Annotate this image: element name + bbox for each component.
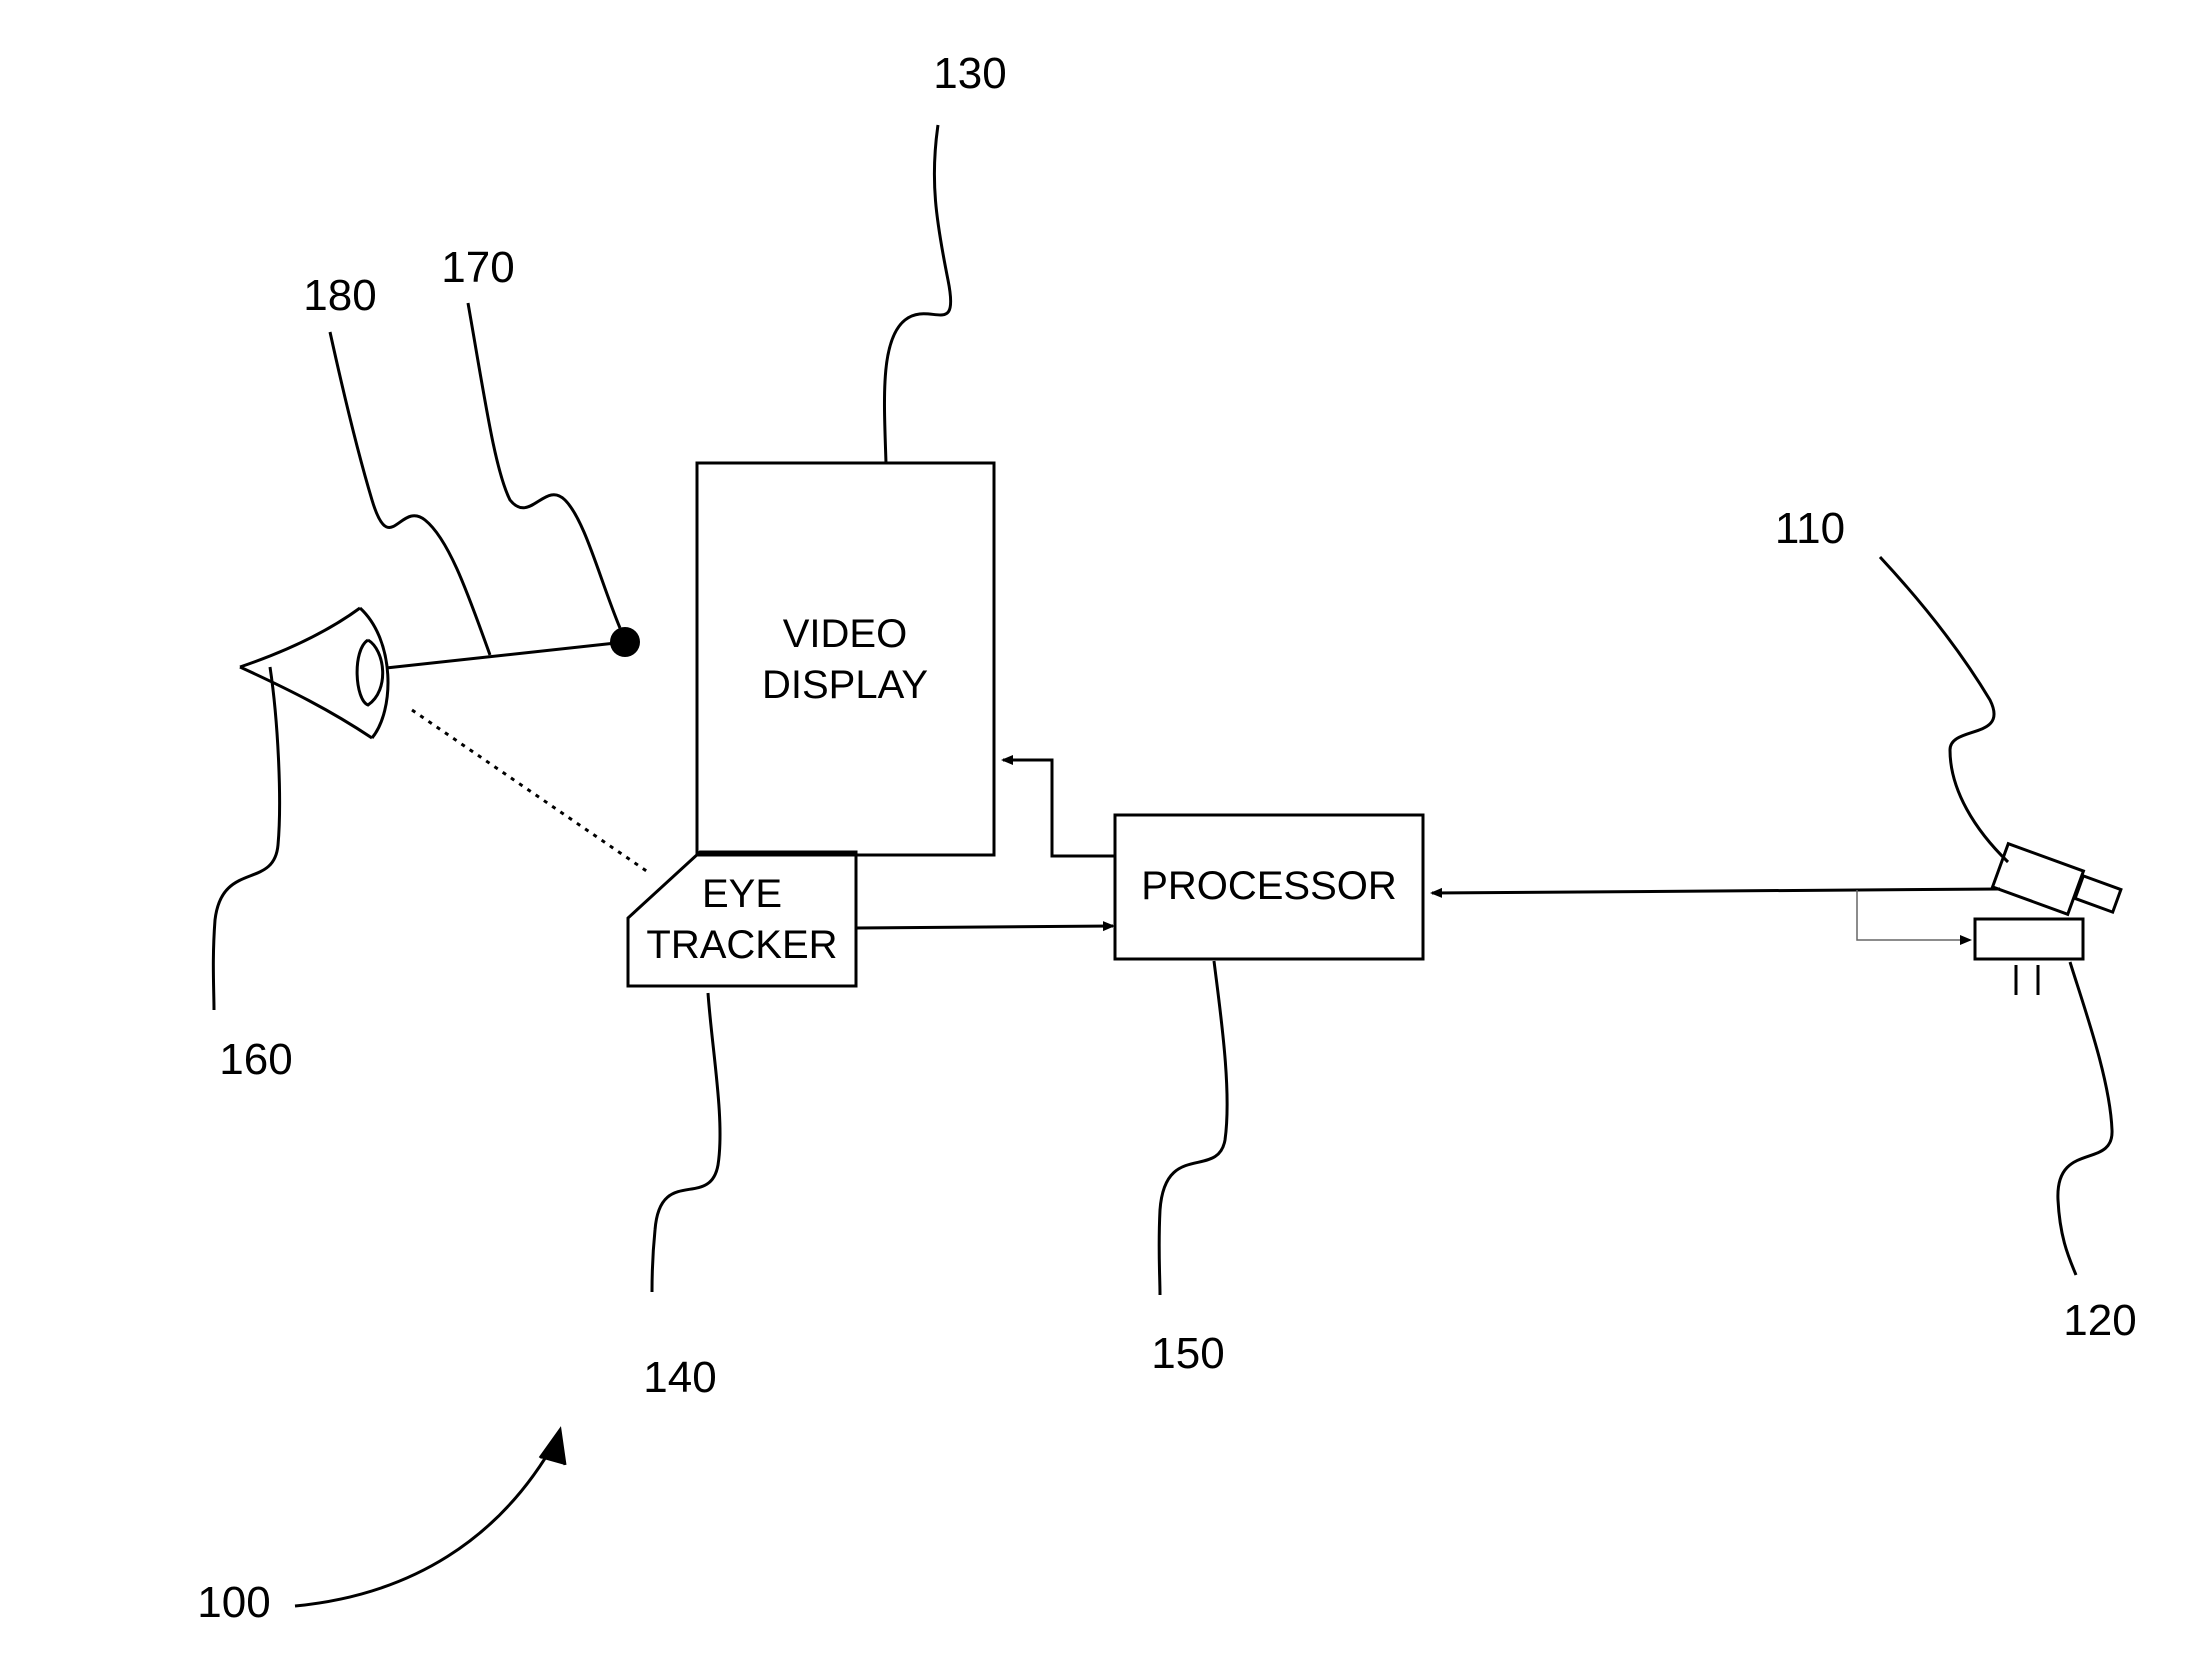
leader-line-180 bbox=[330, 332, 490, 655]
processor-to-display-arrow bbox=[1003, 760, 1115, 856]
leader-line-130 bbox=[884, 125, 950, 463]
ref-label-120: 120 bbox=[2063, 1296, 2136, 1345]
ref-label-100: 100 bbox=[197, 1578, 270, 1627]
gaze-point bbox=[610, 627, 640, 657]
eye-tracker-sight-line bbox=[412, 710, 648, 872]
camera bbox=[1993, 844, 2121, 915]
eye-lower-lid bbox=[240, 667, 372, 738]
leader-line-160 bbox=[213, 667, 279, 1010]
eye-upper-lid bbox=[240, 608, 360, 667]
ref-label-150: 150 bbox=[1151, 1329, 1224, 1378]
ref-label-110: 110 bbox=[1775, 504, 1845, 553]
leader-line-120 bbox=[2058, 962, 2112, 1275]
ref-label-180: 180 bbox=[303, 271, 376, 320]
eye-iris bbox=[357, 640, 383, 705]
system-pointer-arrow bbox=[295, 1440, 556, 1606]
camera-2-body bbox=[1975, 919, 2083, 959]
video-display: VIDEO DISPLAY bbox=[697, 463, 994, 855]
camera-to-processor-arrow bbox=[1432, 889, 2000, 893]
eye-tracker-label-line2: TRACKER bbox=[646, 923, 837, 967]
eye-tracker-label-line1: EYE bbox=[702, 872, 782, 916]
eye bbox=[240, 608, 388, 738]
tracker-to-processor-arrow bbox=[856, 926, 1113, 928]
ref-label-140: 140 bbox=[643, 1353, 716, 1402]
leader-line-110 bbox=[1880, 557, 2008, 862]
gaze-line bbox=[386, 642, 625, 668]
camera-2 bbox=[1975, 919, 2083, 995]
ref-label-170: 170 bbox=[441, 243, 514, 292]
leader-line-140 bbox=[652, 993, 720, 1292]
processor: PROCESSOR bbox=[1115, 815, 1423, 959]
eye-tracker: EYE TRACKER bbox=[628, 852, 856, 986]
video-display-box bbox=[697, 463, 994, 855]
camera-body bbox=[1993, 844, 2084, 915]
ref-label-160: 160 bbox=[219, 1035, 292, 1084]
leader-line-170 bbox=[468, 303, 620, 628]
camera-branch-arrow bbox=[1857, 890, 1970, 940]
camera-lens bbox=[2075, 876, 2121, 912]
leader-line-150 bbox=[1159, 961, 1227, 1295]
ref-label-130: 130 bbox=[933, 49, 1006, 98]
processor-label: PROCESSOR bbox=[1141, 864, 1397, 908]
video-display-label-line1: VIDEO bbox=[783, 612, 907, 656]
video-display-label-line2: DISPLAY bbox=[762, 663, 928, 707]
